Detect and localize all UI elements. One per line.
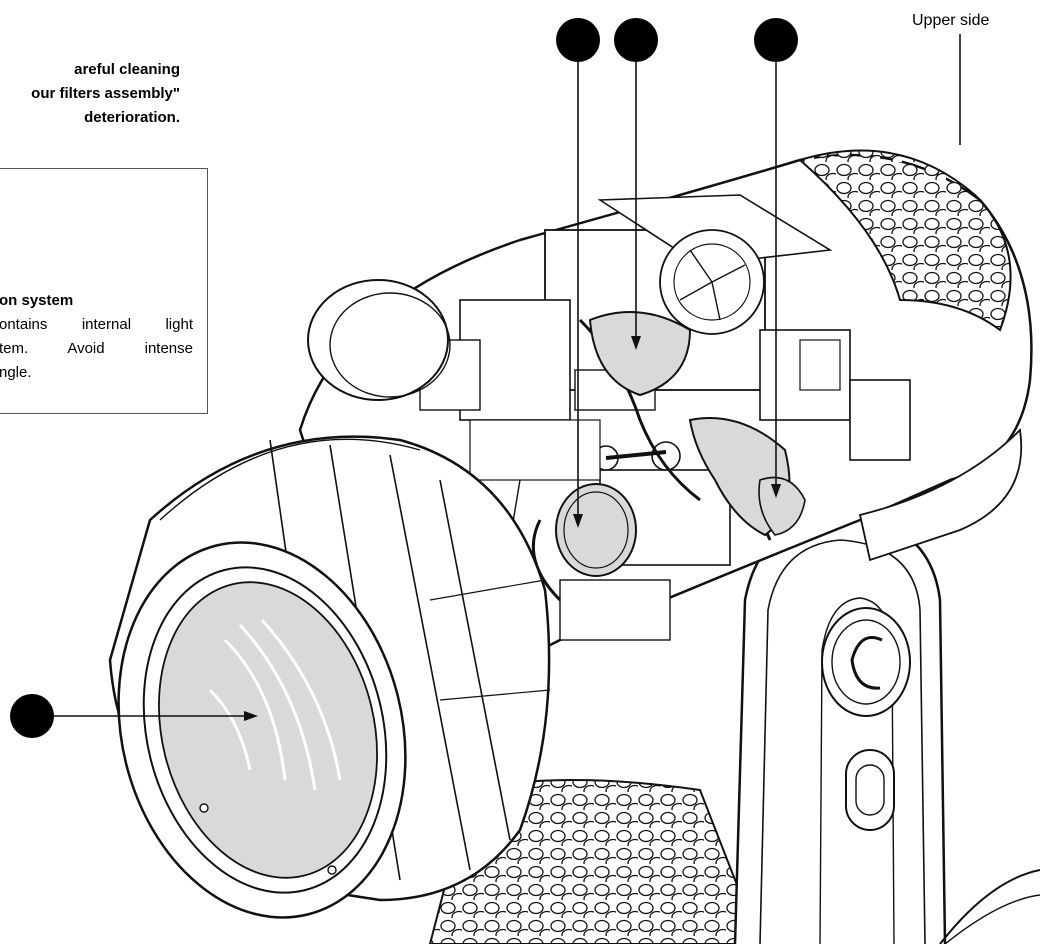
- yoke-arm: [733, 513, 1040, 944]
- callout-lens: [10, 694, 258, 738]
- rear-housing: [307, 279, 451, 401]
- callout-filter-c: [754, 18, 798, 498]
- internal-components: [419, 194, 911, 641]
- note-line-2: tem. Avoid intense: [0, 340, 193, 357]
- note-line-3: ngle.: [0, 364, 32, 381]
- note-box: on system ontains internal light tem. Av…: [0, 168, 208, 414]
- intro-line-1: areful cleaning: [74, 61, 180, 78]
- filter-lenses: [555, 311, 806, 577]
- callout-filter-b: [614, 18, 658, 350]
- intro-line-2: our filters assembly": [31, 85, 180, 102]
- note-line-1: ontains internal light: [0, 316, 193, 333]
- callout-filter-a: [556, 18, 600, 528]
- note-title: on system: [0, 292, 74, 309]
- intro-text: areful cleaning our filters assembly" de…: [0, 58, 180, 130]
- intro-line-3: deterioration.: [84, 109, 180, 126]
- note-body: on system ontains internal light tem. Av…: [0, 289, 199, 385]
- lens-barrel: [108, 435, 551, 919]
- upper-side-label: Upper side: [912, 12, 990, 29]
